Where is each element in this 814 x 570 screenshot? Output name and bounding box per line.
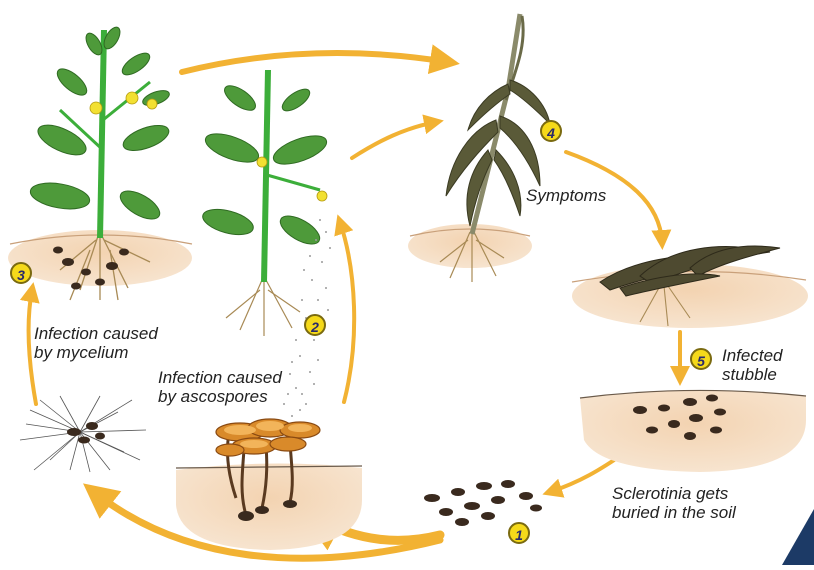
label-sclerotinia-line2: buried in the soil <box>612 503 736 522</box>
label-sclerotinia-line1: Sclerotinia gets <box>612 484 736 503</box>
label-ascospores-line2: by ascospores <box>158 387 282 406</box>
label-ascospores-line1: Infection caused <box>158 368 282 387</box>
label-infected-stubble: Infected stubble <box>722 346 783 384</box>
mycelium <box>20 396 146 472</box>
step-badge-5: 5 <box>690 348 712 370</box>
sclerotia <box>67 422 105 444</box>
arrow-plant2-to-symptoms <box>352 122 436 158</box>
apothecia <box>176 419 362 550</box>
plant-mycelium-infected <box>8 25 192 300</box>
hyphae <box>20 396 146 472</box>
label-infected-stubble-line2: stubble <box>722 365 783 384</box>
label-infection-ascospores: Infection caused by ascospores <box>158 368 282 406</box>
soil-with-sclerotia <box>580 390 806 472</box>
step-badge-1: 1 <box>508 522 530 544</box>
corner-accent <box>782 509 814 565</box>
label-infected-stubble-line1: Infected <box>722 346 783 365</box>
label-symptoms: Symptoms <box>526 186 606 205</box>
roots <box>226 280 300 336</box>
infected-stubble <box>572 246 808 328</box>
arrow-top-long <box>182 53 448 72</box>
label-mycelium-line1: Infection caused <box>34 324 158 343</box>
label-infection-mycelium: Infection caused by mycelium <box>34 324 158 362</box>
arrow-apothecia-to-plant2 <box>340 222 354 402</box>
step-badge-2: 2 <box>304 314 326 336</box>
loose-sclerotia <box>424 480 542 526</box>
plant-ascospore-infected <box>200 70 331 417</box>
step-badge-3: 3 <box>10 262 32 284</box>
label-sclerotinia-buried: Sclerotinia gets buried in the soil <box>612 484 736 522</box>
soil-mound <box>408 224 532 268</box>
step-badge-4: 4 <box>540 120 562 142</box>
label-mycelium-line2: by mycelium <box>34 343 158 362</box>
plant-symptoms <box>408 14 550 282</box>
